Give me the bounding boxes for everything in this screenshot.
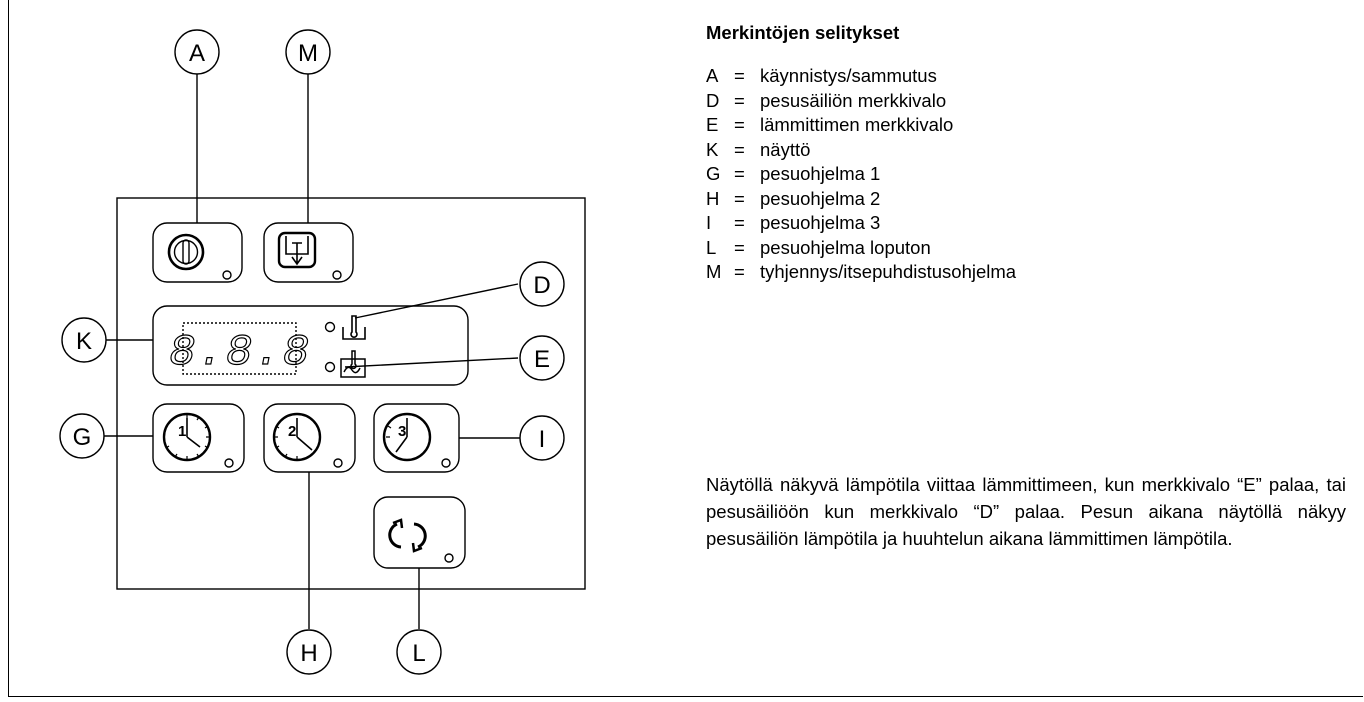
legend-text: käynnistys/sammutus (760, 65, 937, 86)
leader-E (344, 357, 519, 368)
power-button[interactable] (152, 222, 243, 283)
svg-text:H: H (300, 640, 317, 667)
legend-equals: = (734, 65, 745, 86)
legend-text: pesuohjelma 2 (760, 187, 881, 209)
svg-text:I: I (539, 426, 546, 453)
display-panel: 8.8.8 (152, 305, 469, 386)
legend-equals: = (734, 187, 745, 209)
legend-key: K (706, 138, 719, 160)
svg-text:E: E (534, 346, 550, 373)
legend-equals: = (734, 261, 745, 282)
control-panel-diagram: A M D E K G I H L (59, 29, 586, 675)
display-window (182, 322, 297, 375)
legend-row: L = pesuohjelma loputon (706, 236, 1346, 261)
heater-led (324, 361, 336, 373)
legend-key: H (706, 187, 720, 209)
svg-text:L: L (412, 640, 425, 667)
callout-G: G (59, 413, 105, 459)
callout-D: D (519, 261, 565, 307)
callout-I: I (519, 415, 565, 461)
callout-E: E (519, 335, 565, 381)
legend-text: tyhjennys/itsepuhdistusohjelma (760, 261, 1017, 282)
legend-row: D = pesusäiliön merkkivalo (706, 89, 1346, 114)
legend-equals: = (734, 114, 745, 135)
legend-row: G = pesuohjelma 1 (706, 162, 1346, 187)
legend-row: K = näyttö (706, 138, 1346, 163)
program-1-button[interactable]: 1 (152, 403, 245, 473)
legend-equals: = (734, 236, 745, 258)
program-3-button[interactable]: 3 (373, 403, 460, 473)
wash-tank-led (324, 321, 336, 333)
svg-text:3: 3 (398, 423, 406, 440)
svg-text:2: 2 (288, 423, 296, 440)
program-2-button[interactable]: 2 (263, 403, 356, 473)
legend-row: M = tyhjennys/itsepuhdistusohjelma (706, 260, 1346, 285)
clock-2-icon: 2 (272, 412, 322, 462)
display-digits: 8.8.8 (169, 328, 311, 378)
page-frame (8, 0, 1363, 697)
callout-A: A (174, 29, 220, 75)
svg-text:A: A (189, 40, 205, 67)
legend-equals: = (734, 138, 745, 160)
heater-temp-icon (340, 350, 366, 378)
legend-equals: = (734, 163, 745, 184)
program-1-led (224, 458, 234, 468)
wash-tank-temp-icon (342, 315, 366, 340)
wash-tank-indicator (324, 315, 366, 340)
legend-row: I = pesuohjelma 3 (706, 211, 1346, 236)
legend: Merkintöjen selitykset A = käynnistys/sa… (706, 22, 1346, 285)
legend-title: Merkintöjen selitykset (706, 22, 900, 43)
legend-row: E = lämmittimen merkkivalo (706, 113, 1346, 138)
clock-3-icon: 3 (382, 412, 432, 462)
svg-text:1: 1 (178, 423, 186, 440)
cycle-arrows-icon (388, 518, 427, 553)
endless-program-button[interactable] (373, 496, 466, 569)
clock-1-icon: 1 (162, 412, 212, 462)
legend-key: L (706, 236, 717, 258)
drain-button[interactable] (263, 222, 354, 283)
legend-text: pesusäiliön merkkivalo (760, 89, 947, 111)
legend-row: H = pesuohjelma 2 (706, 187, 1346, 212)
program-3-led (441, 458, 451, 468)
control-panel (116, 197, 586, 590)
legend-text: pesuohjelma loputon (760, 236, 931, 258)
callout-L: L (396, 629, 442, 675)
legend-key: A (706, 65, 719, 86)
legend-text: lämmittimen merkkivalo (760, 114, 954, 135)
drain-tank-icon (277, 231, 317, 269)
power-icon (167, 233, 205, 271)
callout-M: M (285, 29, 331, 75)
temperature-note: Näytöllä näkyvä lämpötila viittaa lämmit… (706, 474, 1346, 549)
svg-text:M: M (298, 40, 318, 67)
svg-text:D: D (533, 272, 550, 299)
drain-led (332, 270, 342, 280)
legend-text: pesuohjelma 1 (760, 163, 881, 184)
leader-D (354, 283, 519, 319)
legend-key: G (706, 163, 721, 184)
program-2-led (333, 458, 343, 468)
svg-text:G: G (73, 424, 92, 451)
svg-text:K: K (76, 328, 92, 355)
power-led (222, 270, 232, 280)
legend-key: M (706, 261, 722, 282)
legend-key: I (706, 212, 712, 233)
legend-equals: = (734, 89, 745, 111)
legend-text: näyttö (760, 138, 811, 160)
callout-K: K (61, 317, 107, 363)
legend-equals: = (734, 212, 745, 233)
legend-key: D (706, 89, 720, 111)
legend-text: pesuohjelma 3 (760, 212, 881, 233)
callout-H: H (286, 629, 332, 675)
legend-key: E (706, 114, 719, 135)
heater-indicator (324, 350, 366, 378)
endless-program-led (444, 553, 454, 563)
legend-row: A = käynnistys/sammutus (706, 64, 1346, 89)
